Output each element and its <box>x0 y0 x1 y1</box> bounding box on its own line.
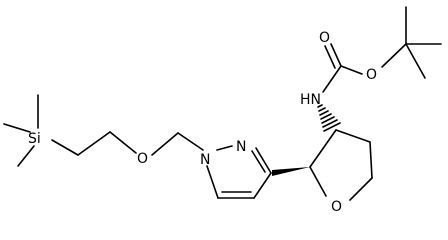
pyrazole-ring <box>206 145 272 199</box>
pz-n2-n1-bond <box>216 145 233 151</box>
thf-c5-o-bond <box>349 177 373 201</box>
nh-hashed-wedge <box>317 104 341 132</box>
structure-canvas: O O HN O N N O Si <box>3 6 442 214</box>
thf-c2-c3-bond <box>309 129 337 168</box>
tetrahydrofuran-ring <box>309 129 373 201</box>
pyrazole-n1-label: N <box>200 152 210 168</box>
carbonyl-double-bond-b <box>324 45 336 69</box>
carbonyl-oxygen-label: O <box>319 30 330 46</box>
ester-oxygen-label: O <box>366 67 377 83</box>
tbu-to-ester-o-bond <box>381 43 407 68</box>
carbonyl-to-nh-bond <box>322 65 342 93</box>
n1-ch2-bond <box>177 132 204 151</box>
silicon-label: Si <box>28 131 41 147</box>
trimethylsilyl-group <box>3 94 39 167</box>
carbamate-group <box>322 43 363 93</box>
thf-c3-c4-bond <box>335 129 371 143</box>
sem-chain <box>51 131 204 156</box>
ring-oxygen-label: O <box>331 199 342 214</box>
thf-pyrazole-wedge-bond <box>272 167 310 176</box>
pyrazole-n2-label: N <box>236 139 246 155</box>
ether-o-ch2-bond <box>109 131 137 154</box>
pz-c3-n2-inner-bond <box>251 150 266 173</box>
ch2-ch2-bond <box>77 131 111 156</box>
pz-c3-n2-bond <box>255 147 272 174</box>
ch2-si-bond <box>51 139 79 156</box>
ester-o-to-carbonyl-bond <box>340 65 363 75</box>
nh-label: HN <box>300 92 321 108</box>
thf-o-c2-bond <box>309 166 327 197</box>
pz-n1-c5-bond <box>206 165 219 199</box>
tbu-methyl-down-bond <box>405 43 426 79</box>
si-methyl-down-bond <box>17 145 35 167</box>
molecule-drawing: O O HN O N N O Si <box>3 6 442 214</box>
thf-c4-c5-bond <box>369 141 373 179</box>
ether-oxygen-label: O <box>137 151 148 167</box>
carbonyl-double-bond-a <box>330 43 342 67</box>
pz-c4-c3-bond <box>253 172 272 199</box>
ch2-ether-o-bond <box>151 132 179 156</box>
si-methyl-left-bond <box>3 123 31 133</box>
tert-butyl-group <box>381 6 442 79</box>
